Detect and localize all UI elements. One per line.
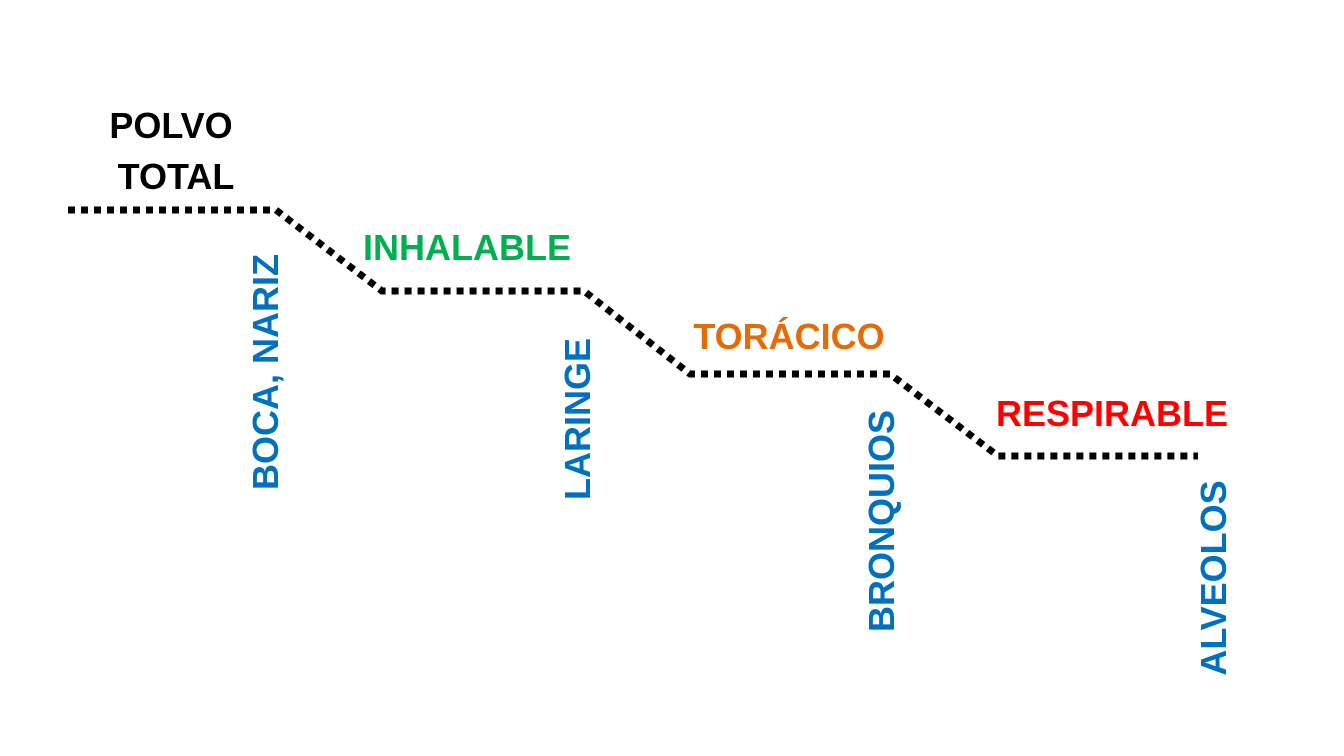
label-alveolos: ALVEOLOS	[1193, 480, 1234, 675]
label-laringe: LARINGE	[557, 338, 598, 500]
label-bronquios: BRONQUIOS	[861, 410, 902, 632]
label-respirable: RESPIRABLE	[996, 393, 1228, 434]
label-total: TOTAL	[118, 156, 235, 197]
label-toracico: TORÁCICO	[693, 316, 884, 357]
label-polvo: POLVO	[109, 105, 232, 146]
label-boca-nariz: BOCA, NARIZ	[245, 254, 286, 490]
dotted-step-line	[68, 206, 1198, 460]
label-inhalable: INHALABLE	[363, 227, 571, 268]
